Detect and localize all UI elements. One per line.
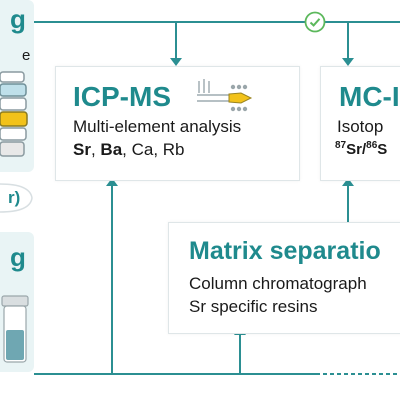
ratio-sup1: 87 — [335, 140, 347, 151]
ratio-el1: Sr/ — [346, 141, 367, 158]
connector-curve — [0, 183, 33, 213]
icp-ms-elements: Sr, Ba, Ca, Rb — [73, 140, 185, 160]
check-circle-icon — [304, 11, 326, 33]
panel-top-title: g — [10, 4, 26, 34]
mc-icp-ratio: 87Sr/86S — [335, 140, 387, 158]
icp-ms-title: ICP-MS — [73, 81, 171, 112]
matrix-separation-title: Matrix separatio — [189, 237, 381, 265]
icp-ms-box: ICP-MS Multi-element analysis Sr, Ba, Ca… — [55, 66, 300, 181]
left-panel-top: g e — [0, 0, 34, 172]
connector-text: r) — [8, 188, 21, 207]
mc-icp-description: Isotop — [337, 117, 384, 136]
element-sr: Sr — [73, 140, 91, 159]
element-ba: Ba — [100, 140, 123, 159]
ratio-el2: S — [377, 141, 388, 158]
element-sep: , — [90, 140, 101, 159]
panel-bottom-title: g — [10, 242, 26, 272]
matrix-separation-box: Matrix separatio Column chromatograph Sr… — [168, 222, 400, 334]
icp-instrument-icon — [197, 79, 253, 112]
left-connector-bracket: r) — [0, 178, 34, 218]
vial-icon — [1, 295, 29, 363]
sample-tubes-icon — [0, 71, 28, 157]
mc-icp-box: MC-I Isotop 87Sr/86S — [320, 66, 400, 181]
matrix-separation-method: Column chromatograph — [189, 274, 367, 293]
panel-top-subtitle: e — [22, 47, 31, 64]
icp-ms-description: Multi-element analysis — [73, 117, 242, 136]
ratio-sup2: 86 — [366, 140, 378, 151]
matrix-separation-resins: Sr specific resins — [189, 297, 318, 316]
left-panel-bottom: g — [0, 232, 34, 372]
mc-icp-title: MC-I — [339, 81, 400, 112]
element-rest: , Ca, Rb — [122, 140, 185, 159]
